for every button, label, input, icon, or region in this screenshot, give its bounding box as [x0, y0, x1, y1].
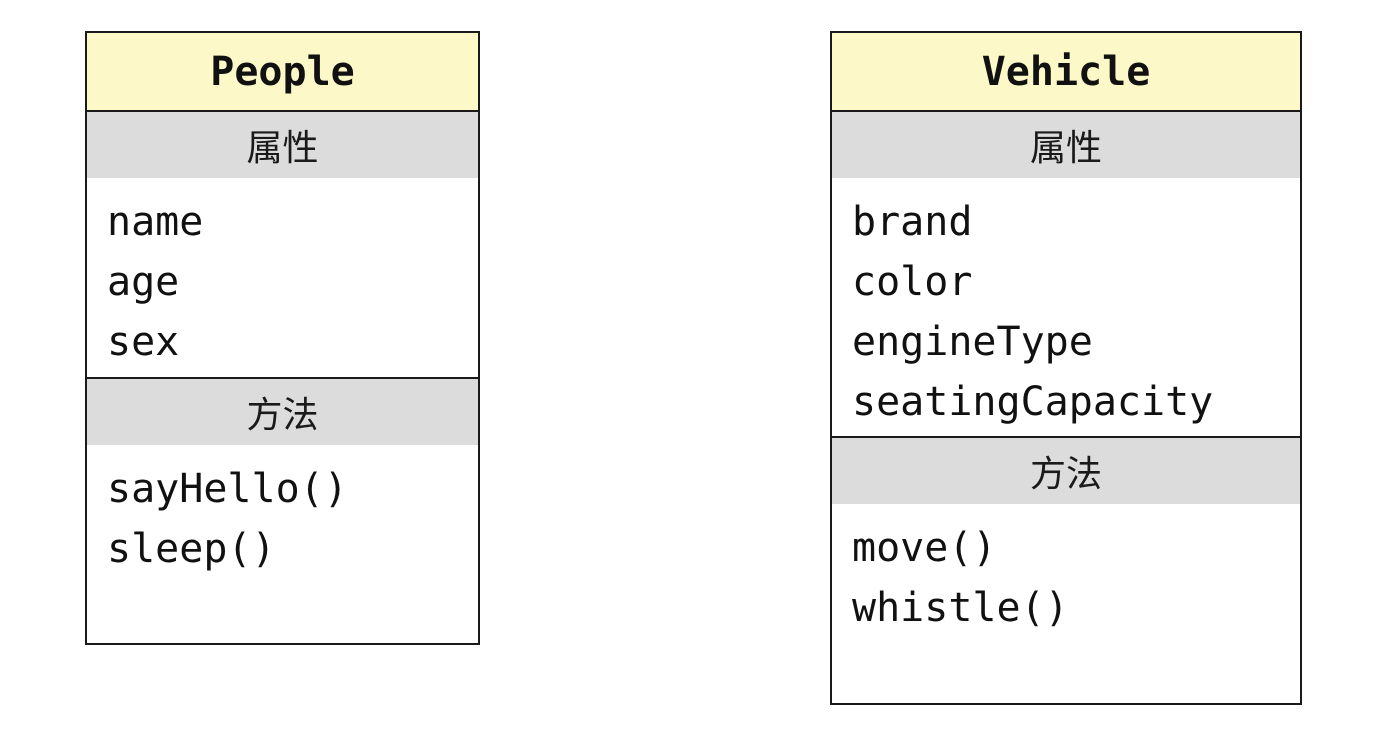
methods-header: 方法: [832, 438, 1300, 504]
class-name: Vehicle: [832, 33, 1300, 112]
method: sleep(): [107, 526, 276, 572]
attributes-header: 属性: [87, 112, 478, 178]
section-divider: [87, 377, 478, 379]
section-divider: [832, 436, 1300, 438]
attribute: sex: [107, 319, 180, 365]
attribute: age: [107, 259, 180, 305]
method: sayHello(): [107, 466, 348, 512]
method: move(): [852, 525, 997, 571]
attribute: color: [852, 259, 973, 305]
class-name: People: [87, 33, 478, 112]
attribute: name: [107, 199, 204, 245]
attribute: seatingCapacity: [852, 379, 1214, 425]
attribute: brand: [852, 199, 973, 245]
methods-list: move() whistle(): [832, 504, 1300, 638]
uml-class-vehicle: Vehicle 属性 brand color engineType seatin…: [830, 31, 1302, 705]
uml-class-people: People 属性 name age sex 方法 sayHello() sle…: [85, 31, 480, 645]
methods-header: 方法: [87, 379, 478, 445]
attributes-header: 属性: [832, 112, 1300, 178]
methods-list: sayHello() sleep(): [87, 445, 478, 579]
attributes-list: brand color engineType seatingCapacity: [832, 178, 1300, 436]
attribute: engineType: [852, 319, 1093, 365]
method: whistle(): [852, 585, 1069, 631]
attributes-list: name age sex: [87, 178, 478, 377]
